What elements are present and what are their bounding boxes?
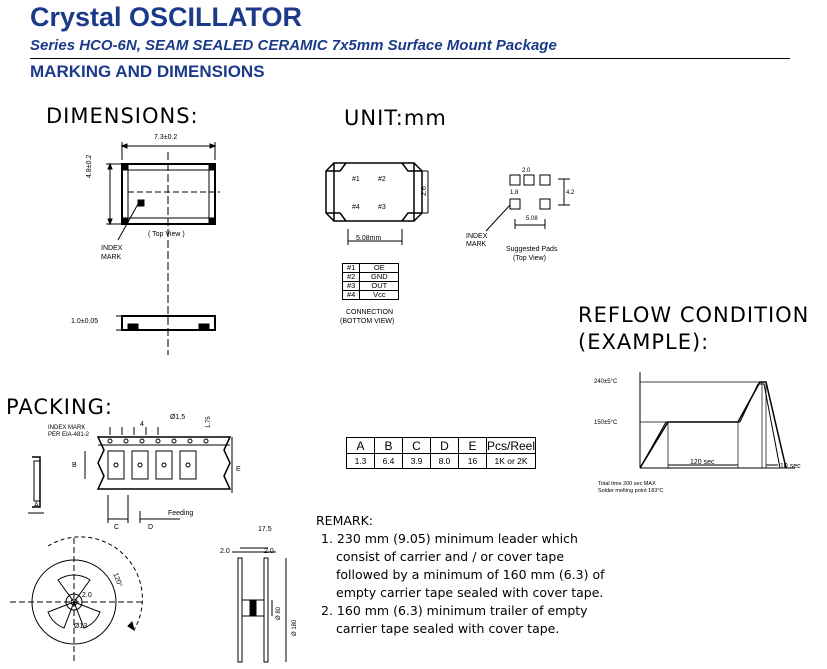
header-cell: C — [402, 437, 431, 454]
side-20b-label: 2.0 — [264, 548, 274, 555]
reflow-note-2: Solder melting point 183°C — [598, 488, 664, 494]
value-cell: 6.4 — [374, 453, 403, 469]
pads-caption-1: Suggested Pads — [506, 246, 558, 253]
pad-d1: 2.0 — [522, 168, 531, 174]
unit-heading: UNIT:mm — [344, 106, 447, 130]
header-cell: Pcs/Reel — [485, 437, 537, 454]
connection-caption-2: (BOTTOM VIEW) — [340, 318, 395, 325]
pads-caption-2: (Top View) — [513, 255, 546, 262]
dimensions-heading: DIMENSIONS: — [46, 104, 199, 128]
remark-item-1: 1. 230 mm (9.05) minimum leader which co… — [316, 530, 616, 602]
value-cell: 8.0 — [430, 453, 459, 469]
packing-index-1: INDEX MARK — [48, 425, 86, 431]
reflow-profile-chart — [639, 372, 795, 469]
pitch4-label: 4 — [140, 421, 144, 428]
packing-index-2: PER EIA-481-2 — [48, 432, 90, 438]
side-inner-label: Ø 80 — [276, 606, 282, 620]
label-b: B — [72, 462, 77, 469]
dimension-table: A B C D E Pcs/Reel 1.3 6.4 3.9 8.0 16 1K… — [346, 437, 537, 469]
reflow-heading-1: REFLOW CONDITION — [578, 303, 810, 327]
pads-index-2: MARK — [466, 241, 487, 248]
remark-item-2: 2. 160 mm (6.3) minimum trailer of empty… — [316, 602, 616, 638]
bottom-view-drawing — [325, 162, 429, 245]
label-c: C — [114, 524, 120, 531]
index-mark-label-1: INDEX — [101, 245, 123, 252]
remark-item-2-num: 2. — [321, 603, 333, 618]
suggested-pads-drawing — [485, 174, 570, 232]
top-view-label: ( Top View ) — [148, 231, 185, 238]
remark-heading: REMARK: — [316, 513, 374, 528]
hole-label: Ø1.5 — [170, 414, 186, 421]
label-a: A — [34, 502, 39, 509]
header-cell: E — [458, 437, 487, 454]
reflow-note-1: Total time 200 sec MAX — [598, 481, 656, 487]
packing-heading: PACKING: — [6, 395, 114, 419]
reflow-soak-label: 150±5°C — [594, 420, 618, 426]
dim-width-label: 7.3±0.2 — [154, 134, 178, 141]
reflow-soak-time: 120 sec — [690, 459, 715, 466]
pin4-label: #4 — [352, 204, 360, 211]
pad-d2: 1.8 — [510, 190, 519, 196]
side-outer-label: Ø 180 — [292, 619, 298, 636]
tape-175-label: 1.75 — [206, 416, 212, 428]
pitch-label: 5.08mm — [356, 235, 382, 242]
feeding-label: Feeding — [168, 510, 194, 517]
header-cell: B — [374, 437, 403, 454]
pads-index-1: INDEX — [466, 233, 488, 240]
side-175-label: 17.5 — [258, 526, 272, 533]
fn-cell: Vcc — [359, 290, 400, 300]
thickness-label: 1.0±0.05 — [71, 318, 99, 325]
reflow-peak-label: 240±5°C — [594, 379, 618, 385]
label-d: D — [148, 524, 154, 531]
header-cell: D — [430, 437, 459, 454]
dimension-table-row: 1.3 6.4 3.9 8.0 16 1K or 2K — [346, 453, 537, 469]
dimensions-drawing — [106, 142, 220, 355]
value-cell: 3.9 — [402, 453, 431, 469]
pin-cell: #4 — [341, 290, 361, 300]
dim-height-label: 4.8±0.2 — [86, 154, 93, 178]
section-title: MARKING AND DIMENSIONS — [30, 62, 265, 81]
header-rule — [30, 58, 790, 59]
hub-13-label: Ø13 — [74, 623, 88, 630]
page-title: Crystal OSCILLATOR — [30, 2, 303, 32]
dimension-table-header: A B C D E Pcs/Reel — [346, 437, 537, 454]
pad-d3: 4.2 — [566, 190, 575, 196]
pin3-label: #3 — [378, 204, 386, 211]
remark-block: REMARK: 1. 230 mm (9.05) minimum leader … — [316, 512, 616, 638]
index-mark-label-2: MARK — [101, 254, 122, 261]
reflow-peak-time: 10 sec — [780, 463, 801, 470]
reel-side-drawing — [232, 547, 287, 663]
side-20a-label: 2.0 — [220, 548, 230, 555]
value-cell: 16 — [458, 453, 487, 469]
label-e: E — [236, 466, 241, 473]
reflow-heading-2: (EXAMPLE): — [578, 330, 710, 354]
pin2-label: #2 — [378, 176, 386, 183]
carrier-tape-drawing — [28, 427, 233, 523]
hub-20-label: 2.0 — [82, 592, 92, 599]
remark-item-1-num: 1. — [321, 531, 333, 546]
pad-d4: 5.08 — [526, 216, 538, 222]
value-cell: 1.3 — [346, 453, 375, 469]
pin1-label: #1 — [352, 176, 360, 183]
remark-item-2-text: 160 mm (6.3) minimum trailer of empty ca… — [336, 603, 588, 636]
value-cell: 1K or 2K — [485, 453, 537, 469]
header-cell: A — [346, 437, 375, 454]
remark-item-1-text: 230 mm (9.05) minimum leader which consi… — [336, 531, 605, 600]
connection-caption-1: CONNECTION — [346, 309, 394, 316]
page-subtitle: Series HCO-6N, SEAM SEALED CERAMIC 7x5mm… — [30, 37, 557, 54]
pad-height-label: 2.6 — [421, 186, 428, 196]
reel-drawing — [10, 536, 143, 664]
